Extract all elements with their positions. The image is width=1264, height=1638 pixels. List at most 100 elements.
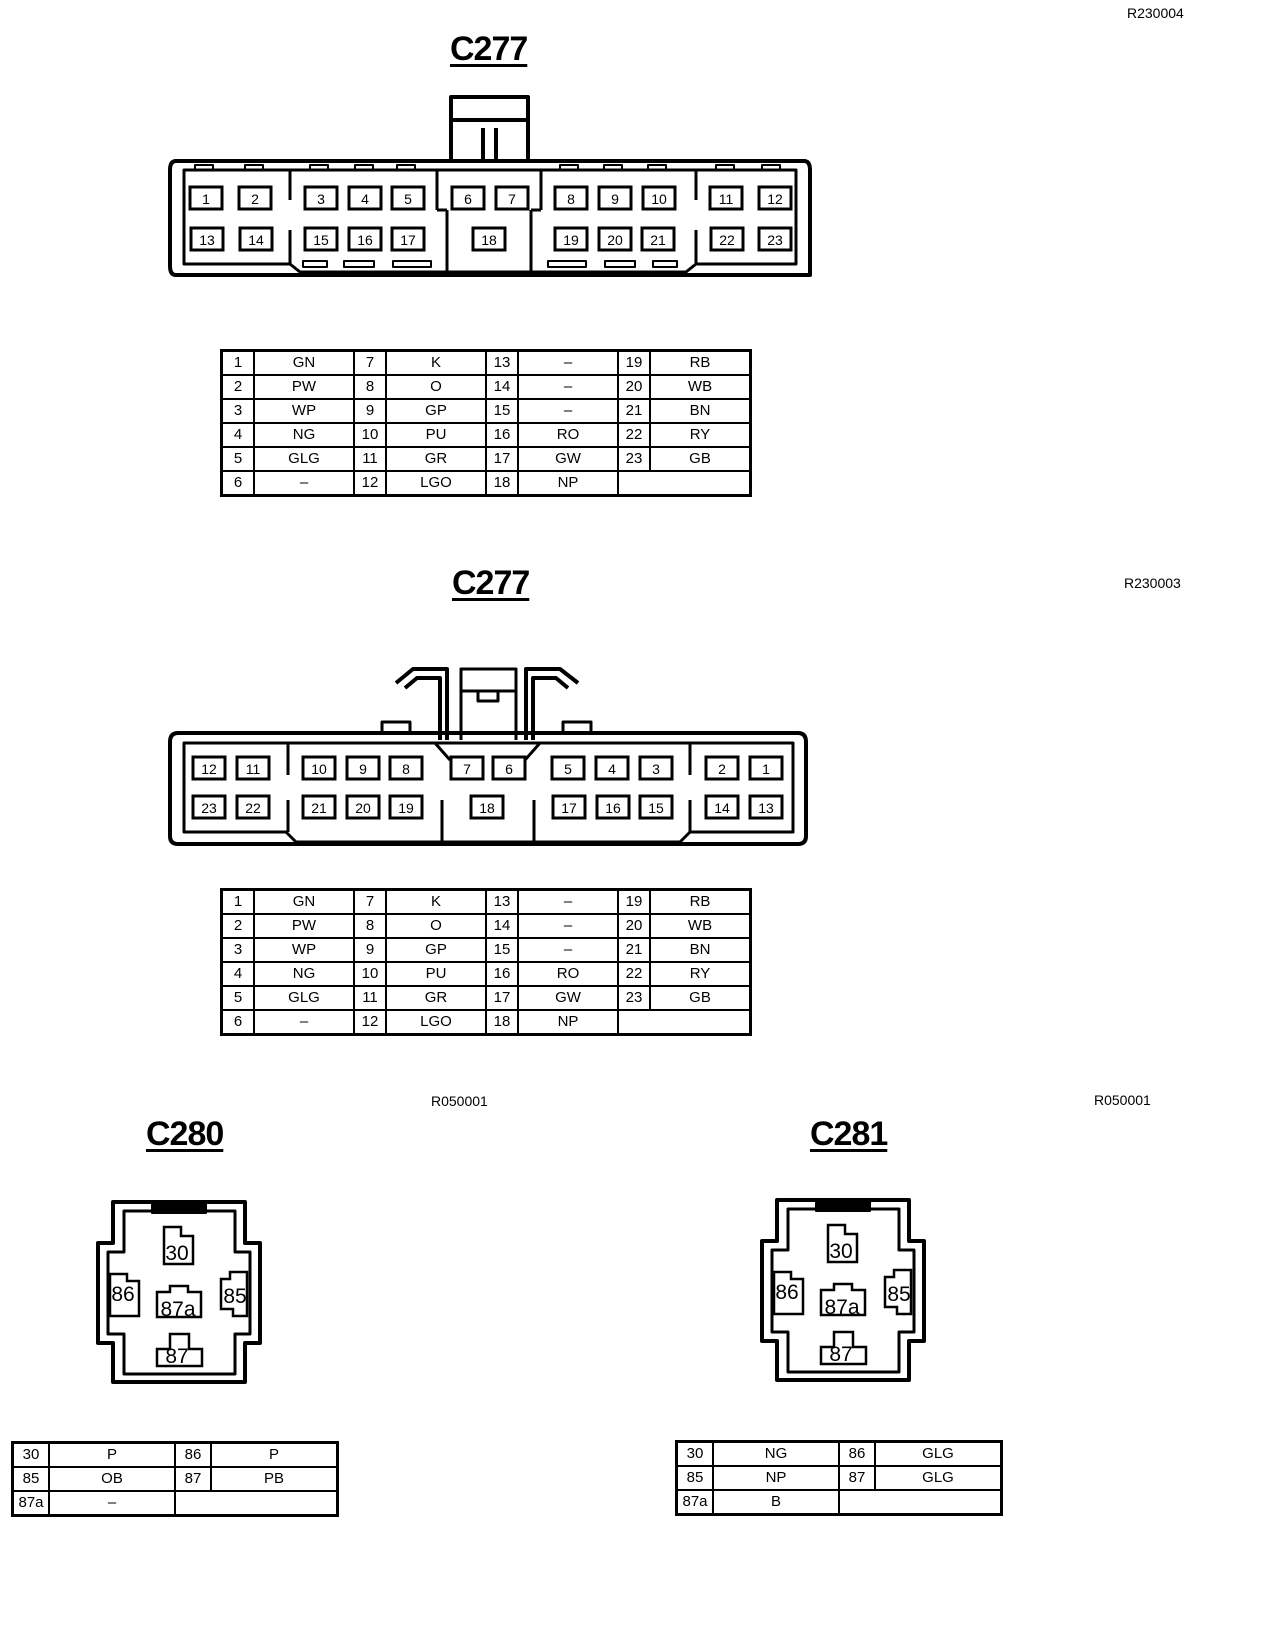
c281-pin-87: 87	[829, 1343, 852, 1366]
c277-mid-table-wire-color: RO	[517, 961, 619, 987]
c280-table-wire-color: –	[48, 1490, 176, 1517]
c281-table-wire-color: B	[712, 1489, 840, 1516]
c277-top-pin-box	[709, 226, 745, 252]
c277-mid-pin-label: 15	[648, 800, 664, 816]
c277-mid-pin-box	[595, 794, 631, 820]
c277-mid-table-wire-color: GR	[385, 985, 487, 1011]
c277-mid-table-pin-number: 14	[485, 913, 519, 939]
c280-table-empty-cell	[175, 1491, 338, 1516]
c280-pin-30: 30	[165, 1242, 188, 1265]
c277-top-pin-label: 21	[650, 232, 666, 248]
c280-pin-86: 86	[111, 1283, 134, 1306]
c277-top-table-pin-number: 16	[485, 422, 519, 448]
c277-mid-pin-box	[235, 755, 271, 781]
c277-top-pin-box	[347, 185, 383, 211]
c277-mid-pin-box	[748, 794, 784, 820]
c277-top-table-pin-number: 6	[220, 470, 255, 497]
c277-top-pin-label: 6	[464, 191, 472, 207]
c277-mid-table-pin-number: 7	[353, 888, 387, 915]
c277-top-pin-box	[757, 185, 793, 211]
c280-table-pin-number: 85	[11, 1466, 50, 1492]
c277-top-table-wire-color: BN	[649, 398, 752, 424]
c277-top-pin-label: 23	[767, 232, 783, 248]
c277-mid-pin-box	[550, 755, 586, 781]
c277-top-table-wire-color: –	[517, 374, 619, 400]
c277-mid-pin-label: 7	[463, 761, 471, 777]
c277-mid-table-pin-number: 22	[617, 961, 651, 987]
c277-mid-table-wire-color: GW	[517, 985, 619, 1011]
c277-mid-table-wire-color: RY	[649, 961, 752, 987]
c277-mid-table-wire-color: –	[253, 1009, 355, 1036]
c277-top-pin-label: 14	[248, 232, 264, 248]
c277-mid-pin-box	[551, 794, 587, 820]
c277-mid-pin-label: 8	[402, 761, 410, 777]
c277-mid-pin-label: 9	[359, 761, 367, 777]
c277-mid-pin-box	[594, 755, 630, 781]
c277-top-pin-label: 8	[567, 191, 575, 207]
c277-mid-table-pin-number: 2	[220, 913, 255, 939]
c277-mid-pin-label: 2	[718, 761, 726, 777]
c277-top-table-pin-number: 18	[485, 470, 519, 497]
c277-mid-table-wire-color: LGO	[385, 1009, 487, 1036]
c277-top-table-wire-color: NP	[517, 470, 619, 497]
c277-top-pin-label: 11	[719, 191, 734, 207]
c277-mid-pin-box	[345, 755, 381, 781]
c277-top-pin-label: 15	[313, 232, 329, 248]
c277-top-pin-box	[553, 185, 589, 211]
c280-table-pin-number: 87a	[11, 1490, 50, 1517]
c277-mid-pin-box	[638, 794, 674, 820]
c277-mid-table-pin-number: 11	[353, 985, 387, 1011]
c277-top-table-wire-color: PW	[253, 374, 355, 400]
c280-table-row: 87a–	[11, 1490, 338, 1517]
c277-mid-pin-box	[449, 755, 485, 781]
c277-mid-pin-box	[748, 755, 784, 781]
c277-top-table-wire-color: O	[385, 374, 487, 400]
c277-mid-pin-label: 5	[564, 761, 572, 777]
c277-mid-table-pin-number: 3	[220, 937, 255, 963]
title-c281: C281	[810, 1115, 888, 1153]
c277-top-table-pin-number: 22	[617, 422, 651, 448]
c277-top-table-wire-color: RO	[517, 422, 619, 448]
c281-table-wire-color: NG	[712, 1440, 840, 1467]
c280-table-wire-color: OB	[48, 1466, 176, 1492]
c277-mid-pin-label: 3	[652, 761, 660, 777]
c281-table-empty-cell	[839, 1490, 1002, 1515]
c277-top-table-pin-number: 8	[353, 374, 387, 400]
c277-top-pin-label: 12	[767, 191, 783, 207]
ref-code-r050001-right: R050001	[1094, 1092, 1151, 1108]
c277-mid-table-pin-number: 4	[220, 961, 255, 987]
c277-mid-pin-box	[491, 755, 527, 781]
c277-mid-table-wire-color: WP	[253, 937, 355, 963]
c277-mid-pin-box	[191, 794, 227, 820]
c277-mid-pin-box	[704, 755, 740, 781]
c277-top-table-wire-color: NG	[253, 422, 355, 448]
c277-mid-pin-label: 22	[245, 800, 261, 816]
c277-mid-pin-label: 18	[479, 800, 495, 816]
c277-mid-pin-box	[638, 755, 674, 781]
c281-pin-87a: 87a	[824, 1296, 859, 1319]
c277-top-table-pin-number: 10	[353, 422, 387, 448]
c277-top-pin-label: 16	[357, 232, 373, 248]
c277-top-table-pin-number: 13	[485, 349, 519, 376]
c277-top-pin-box	[390, 185, 426, 211]
c277-top-pin-label: 4	[361, 191, 369, 207]
c277-mid-pin-box	[301, 755, 337, 781]
c277-mid-table-pin-number: 6	[220, 1009, 255, 1036]
c277-mid-pin-label: 20	[355, 800, 371, 816]
c277-mid-table-pin-number: 17	[485, 985, 519, 1011]
c280-table-wire-color: P	[210, 1441, 339, 1468]
c277-mid-pin-box	[191, 755, 227, 781]
c277-mid-table-pin-number: 8	[353, 913, 387, 939]
c277-mid-pin-label: 23	[201, 800, 217, 816]
